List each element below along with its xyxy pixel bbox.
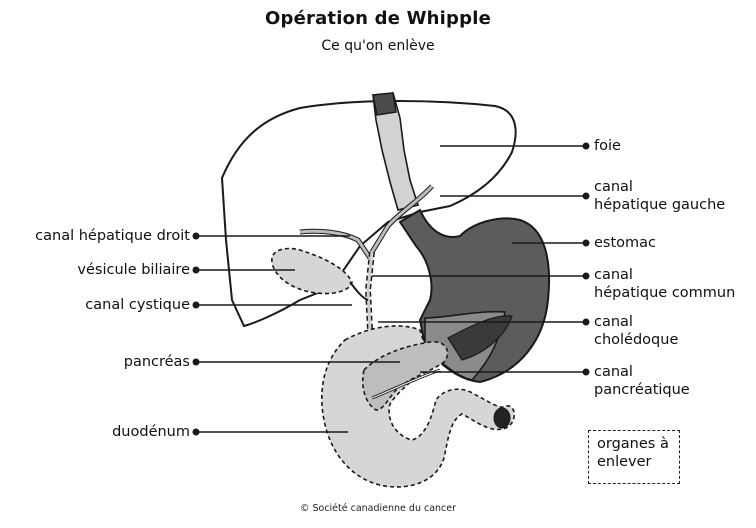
label-canal-choledoque-line1: canal xyxy=(594,313,678,331)
label-estomac: estomac xyxy=(594,234,656,252)
label-canal-hepatique-commun: canal hépatique commun xyxy=(594,266,735,302)
label-canal-pancreatique-line1: canal xyxy=(594,363,690,381)
label-foie: foie xyxy=(594,137,621,155)
label-canal-hepatique-gauche: canal hépatique gauche xyxy=(594,178,725,214)
copyright-credit: © Société canadienne du cancer xyxy=(0,503,756,514)
legend-organs-to-remove: organes à enlever xyxy=(588,430,680,484)
label-canal-hepatique-commun-line1: canal xyxy=(594,266,735,284)
label-canal-choledoque: canal cholédoque xyxy=(594,313,678,349)
label-canal-hepatique-gauche-line2: hépatique gauche xyxy=(594,196,725,214)
label-canal-cystique: canal cystique xyxy=(85,296,190,314)
legend-line2: enlever xyxy=(597,453,679,471)
esophagus-top xyxy=(373,93,396,115)
label-duodenum: duodénum xyxy=(112,423,190,441)
legend-line1: organes à xyxy=(597,435,679,453)
label-vesicule-biliaire: vésicule biliaire xyxy=(77,261,190,279)
jejunum-end xyxy=(494,408,510,428)
label-canal-pancreatique: canal pancréatique xyxy=(594,363,690,399)
label-canal-hepatique-gauche-line1: canal xyxy=(594,178,725,196)
label-canal-choledoque-line2: cholédoque xyxy=(594,331,678,349)
label-canal-hepatique-commun-line2: hépatique commun xyxy=(594,284,735,302)
cystic-duct xyxy=(350,282,368,300)
label-canal-pancreatique-line2: pancréatique xyxy=(594,381,690,399)
label-canal-hepatique-droit: canal hépatique droit xyxy=(35,227,190,245)
label-pancreas: pancréas xyxy=(124,353,190,371)
